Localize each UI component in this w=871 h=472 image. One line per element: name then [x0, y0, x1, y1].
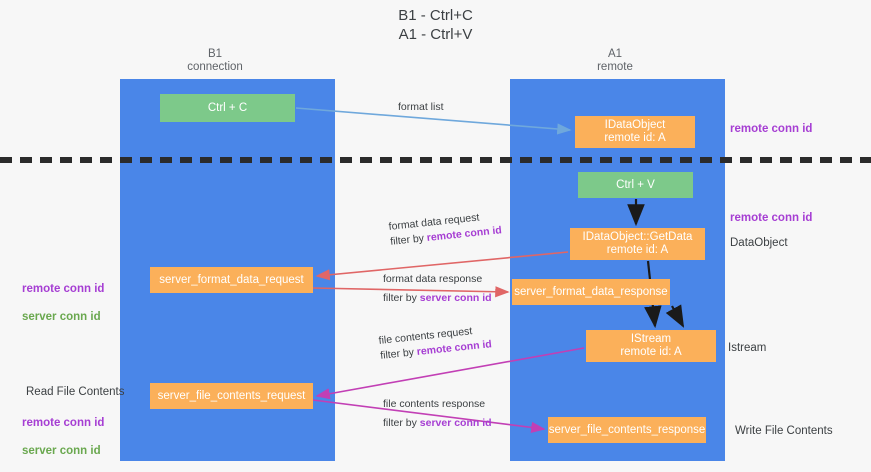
label-keyword-server-conn-id: server conn id [419, 292, 492, 304]
column-header-a1: A1 remote [597, 48, 633, 73]
note-left-conn-ids: remote conn id server conn id [22, 268, 104, 338]
label-format-data-response: format data response filter by server co… [383, 272, 492, 306]
box-server-format-data-request[interactable]: server_format_data_request [150, 267, 313, 293]
column-header-b1: B1 connection [187, 48, 243, 73]
label-keyword-server-conn-id-2: server conn id [419, 417, 492, 429]
label-filter-by-prefix-4: filter by [383, 417, 420, 429]
label-filter-by-prefix: filter by [389, 232, 428, 248]
note-istream: Istream [728, 342, 767, 354]
note-right-remote-conn-id-mid: remote conn id [730, 212, 813, 224]
box-server-file-contents-request[interactable]: server_file_contents_request [150, 383, 313, 409]
label-format-data-response-line2: filter by server conn id [383, 291, 492, 306]
label-file-contents-response-line1: file contents response [383, 398, 486, 410]
page-title: B1 - Ctrl+C A1 - Ctrl+V [398, 7, 473, 43]
note-left-remote-conn-id: remote conn id [22, 283, 105, 295]
note-left-remote-conn-id-2: remote conn id [22, 417, 105, 429]
label-file-contents-response: file contents response filter by server … [383, 397, 492, 431]
label-format-data-response-line1: format data response [383, 273, 483, 285]
label-format-list-line1: format list [398, 101, 444, 113]
label-file-contents-request: file contents request filter by remote c… [378, 322, 493, 364]
note-left-server-conn-id: server conn id [22, 311, 101, 323]
label-file-contents-response-line2: filter by server conn id [383, 416, 492, 431]
box-idataobject[interactable]: IDataObject remote id: A [575, 116, 695, 148]
label-format-data-request: format data request filter by remote con… [388, 208, 503, 250]
note-write-file-contents: Write File Contents [735, 425, 833, 437]
box-istream[interactable]: IStream remote id: A [586, 330, 716, 362]
label-filter-by-prefix-3: filter by [379, 346, 418, 362]
label-format-list: format list [398, 100, 444, 115]
box-ctrl-c[interactable]: Ctrl + C [160, 94, 295, 122]
note-read-file-contents: Read File Contents [26, 386, 125, 398]
note-left-server-conn-id-2: server conn id [22, 445, 101, 457]
note-left-conn-ids-2: remote conn id server conn id [22, 402, 104, 472]
box-ctrl-v[interactable]: Ctrl + V [578, 172, 693, 198]
phase-divider [0, 157, 871, 163]
box-server-format-data-response[interactable]: server_format_data_response [512, 279, 670, 305]
box-server-file-contents-response[interactable]: server_file_contents_response [548, 417, 706, 443]
label-filter-by-prefix-2: filter by [383, 292, 420, 304]
note-right-remote-conn-id-top: remote conn id [730, 123, 813, 135]
note-dataobject: DataObject [730, 237, 788, 249]
box-idataobject-getdata[interactable]: IDataObject::GetData remote id: A [570, 228, 705, 260]
